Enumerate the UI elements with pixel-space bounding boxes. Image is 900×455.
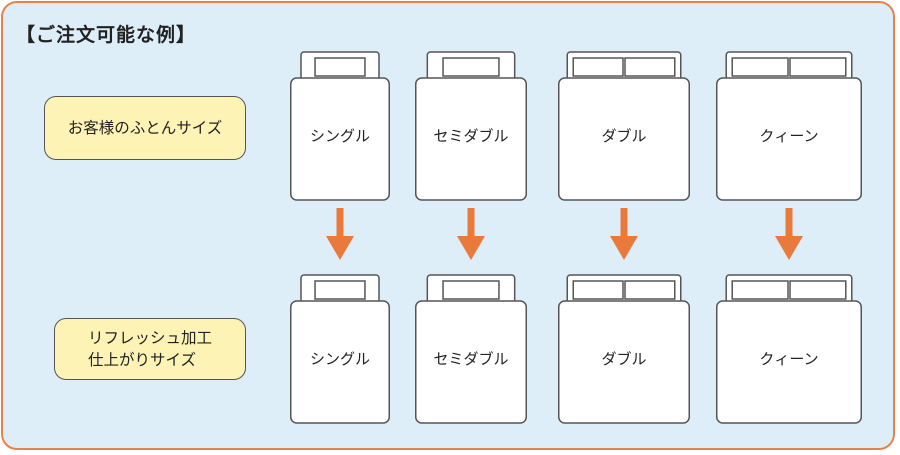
bubble-refresh-size-text: リフレッシュ加工 仕上がりサイズ: [87, 329, 212, 369]
futon-1-2: ダブル: [558, 273, 690, 424]
futon-body: [558, 77, 690, 201]
futon-0-1: セミダブル: [415, 50, 527, 201]
arrow-down-icon: [610, 208, 638, 260]
futon-size-label: シングル: [309, 350, 370, 368]
futon-size-label: セミダブル: [433, 127, 509, 145]
futon-size-label: クィーン: [759, 350, 819, 368]
pillow-icon: [624, 57, 676, 77]
arrow-down-icon: [457, 208, 485, 260]
pillow-icon: [314, 57, 366, 77]
futon-size-label: クィーン: [759, 127, 819, 145]
futon-size-label: シングル: [309, 127, 370, 145]
futon-icon: [716, 51, 862, 201]
futon-size-label: セミダブル: [433, 350, 509, 368]
futon-1-1: セミダブル: [415, 273, 527, 424]
arrow-down-icon: [775, 208, 803, 260]
futon-size-label: ダブル: [601, 350, 647, 368]
futon-body: [290, 300, 390, 424]
pillow-icon: [572, 280, 624, 300]
futon-1-0: シングル: [290, 273, 390, 424]
pillow-icon: [731, 280, 789, 300]
pillow-icon: [624, 280, 676, 300]
futon-body: [558, 300, 690, 424]
futon-0-0: シングル: [290, 50, 390, 201]
futon-body: [415, 300, 527, 424]
futon-0-3: クィーン: [716, 50, 862, 201]
futon-body: [290, 77, 390, 201]
futon-0-2: ダブル: [558, 50, 690, 201]
futon-icon: [290, 51, 390, 201]
page-title: 【ご注文可能な例】: [16, 24, 197, 46]
futon-body: [415, 77, 527, 201]
futon-icon: [558, 51, 690, 201]
futon-icon: [415, 274, 527, 424]
futon-icon: [558, 274, 690, 424]
futon-icon: [716, 274, 862, 424]
pillow-icon: [789, 280, 847, 300]
pillow-icon: [731, 57, 789, 77]
futon-icon: [415, 51, 527, 201]
pillow-icon: [314, 280, 366, 300]
pillow-icon: [442, 57, 500, 77]
bubble-customer-size: お客様のふとんサイズ: [44, 96, 246, 160]
bubble-refresh-size: リフレッシュ加工 仕上がりサイズ: [54, 318, 246, 380]
futon-body: [716, 77, 862, 201]
pillow-icon: [442, 280, 500, 300]
bubble-customer-size-text: お客様のふとんサイズ: [67, 119, 223, 137]
pillow-icon: [572, 57, 624, 77]
pillow-icon: [789, 57, 847, 77]
arrow-down-icon: [326, 208, 354, 260]
futon-1-3: クィーン: [716, 273, 862, 424]
futon-body: [716, 300, 862, 424]
futon-icon: [290, 274, 390, 424]
futon-size-label: ダブル: [601, 127, 647, 145]
